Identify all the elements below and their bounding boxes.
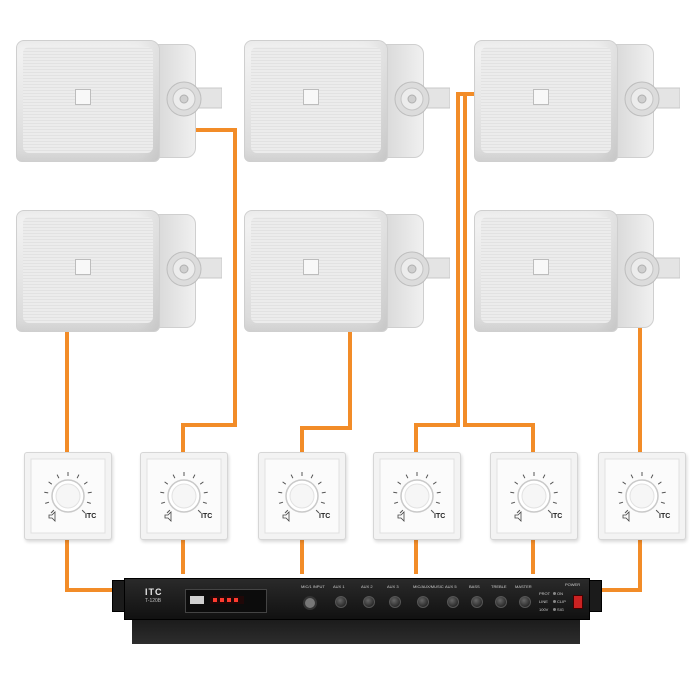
amplifier-channel-label: MIC/1 INPUT [301,584,325,589]
amplifier-knob[interactable] [495,596,507,608]
amplifier-knob[interactable] [417,596,429,608]
volume-controller: ITC [140,452,228,540]
speaker-cabinet [474,40,618,162]
speaker-logo-icon [533,89,549,105]
volume-controller: ITC [258,452,346,540]
wall-bracket-icon [166,244,222,294]
amplifier-knob[interactable] [447,596,459,608]
speaker-logo-icon [303,259,319,275]
speaker-logo-icon [303,89,319,105]
volume-controller: ITC [598,452,686,540]
power-switch[interactable] [573,595,583,609]
status-led [553,608,556,611]
usb-port-icon[interactable] [190,596,204,604]
speaker-cabinet [244,40,388,162]
status-label: LINE [539,599,548,604]
speaker-cabinet [16,40,160,162]
amplifier-channel-label: AUX 3 [387,584,399,589]
status-label: SIG [557,607,564,612]
status-led [553,592,556,595]
amplifier-knob[interactable] [519,596,531,608]
media-player-module [185,589,267,613]
speaker-cabinet [244,210,388,332]
status-label: ON [557,591,563,596]
status-label: 100V [539,607,548,612]
mic-input-jack[interactable] [303,596,317,610]
status-label: PROT [539,591,550,596]
wall-speaker [474,40,684,160]
amplifier-model: T-120B [145,598,161,604]
wall-bracket-icon [166,74,222,124]
speaker-logo-icon [75,89,91,105]
controller-logo: ITC [201,513,212,520]
amplifier-brand: ITC [145,587,163,597]
mixer-amplifier: ITC T-120B MIC/1 INPUT AUX 1 AUX 2 AUX 3 MIC… [112,574,600,650]
amplifier-channel-label: AUX 5 [445,584,457,589]
controller-logo: ITC [551,513,562,520]
wall-speaker [16,210,226,330]
volume-controller: ITC [24,452,112,540]
player-display [210,596,244,604]
wall-speaker [474,210,684,330]
amplifier-knob[interactable] [471,596,483,608]
amplifier-channel-label: BASS [469,584,480,589]
volume-controller: ITC [490,452,578,540]
amplifier-knob[interactable] [335,596,347,608]
speaker-logo-icon [533,259,549,275]
volume-controller: ITC [373,452,461,540]
wall-bracket-icon [624,244,680,294]
speaker-logo-icon [75,259,91,275]
wall-bracket-icon [394,244,450,294]
amplifier-front-panel: ITC T-120B MIC/1 INPUT AUX 1 AUX 2 AUX 3 MIC… [124,578,590,620]
wire-amp-vc1 [67,538,115,590]
controller-logo: ITC [659,513,670,520]
status-label: CLIP [557,599,566,604]
amplifier-knob[interactable] [363,596,375,608]
amplifier-channel-label: MASTER [515,584,532,589]
wall-speaker [16,40,226,160]
status-led [553,600,556,603]
controller-logo: ITC [85,513,96,520]
amplifier-knob[interactable] [389,596,401,608]
wall-bracket-icon [394,74,450,124]
wire-vc3-spk5 [302,330,350,452]
amplifier-channel-label: AUX 1 [333,584,345,589]
speaker-cabinet [16,210,160,332]
controller-logo: ITC [434,513,445,520]
wall-bracket-icon [624,74,680,124]
amplifier-channel-label: AUX 2 [361,584,373,589]
speaker-cabinet [474,210,618,332]
power-label: POWER [565,582,580,587]
amplifier-chassis [132,618,580,644]
amplifier-channel-label: MIC/AUX/MUSIC [413,584,444,589]
amplifier-channel-label: TREBLE [491,584,507,589]
wall-speaker [244,40,454,160]
wall-speaker [244,210,454,330]
controller-logo: ITC [319,513,330,520]
